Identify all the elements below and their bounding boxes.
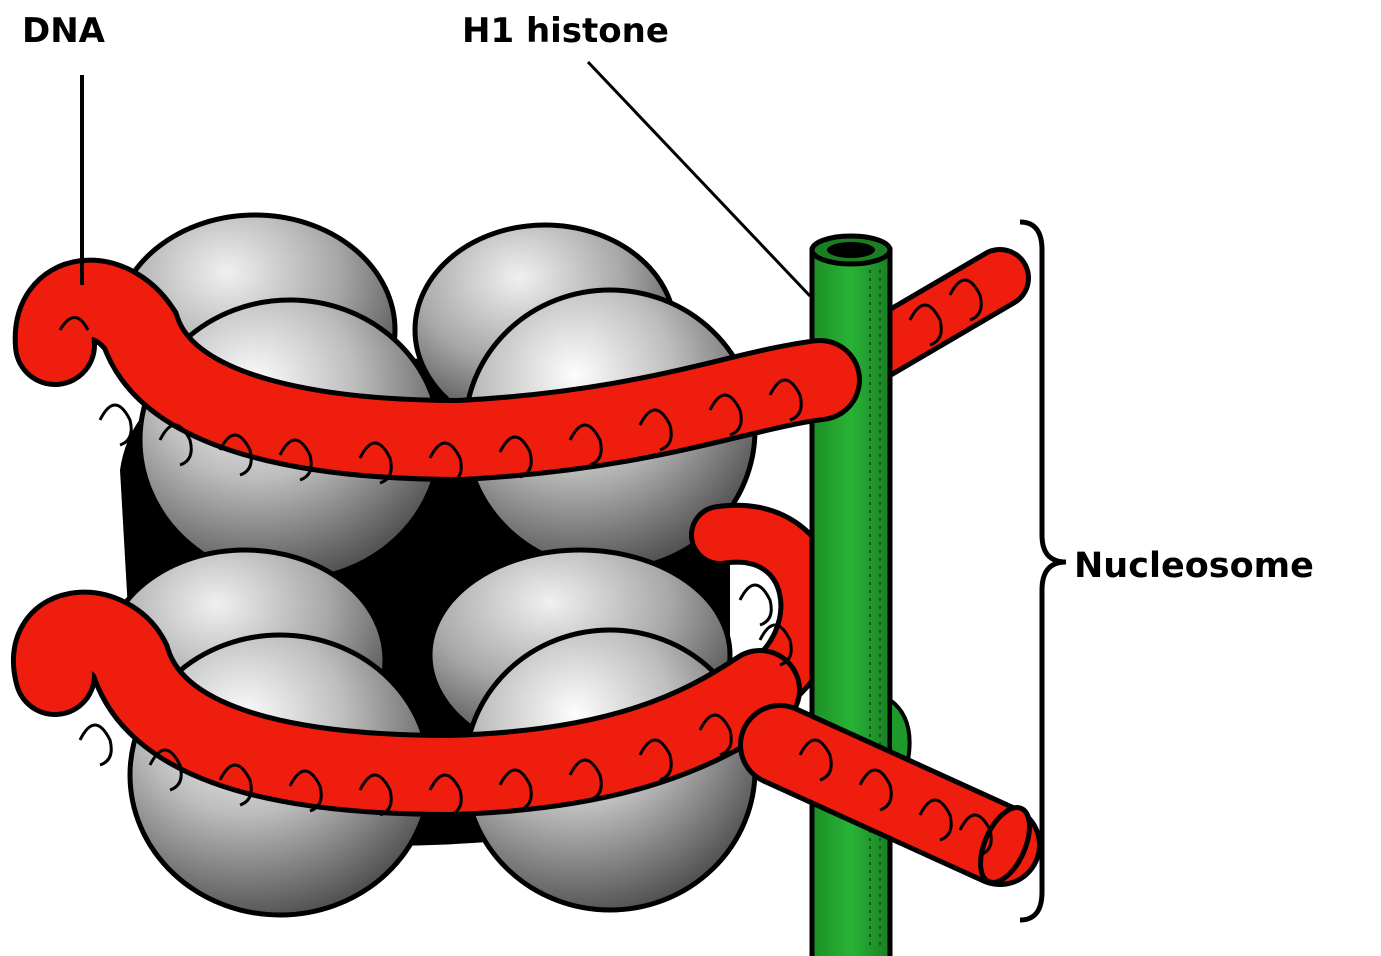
dna-label: DNA [22,11,106,51]
h1-histone-label: H1 histone [462,11,669,51]
nucleosome-label: Nucleosome [1074,546,1314,586]
